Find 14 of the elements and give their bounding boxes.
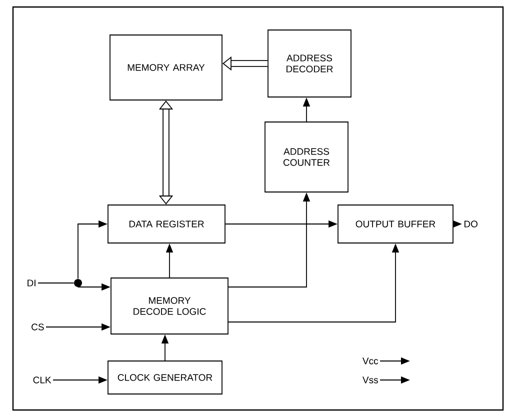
block-box: DATA REGISTER: [108, 204, 226, 244]
signal-label: CLK: [33, 376, 52, 384]
signal-label: DI: [28, 280, 36, 286]
signal-label: DO: [464, 220, 478, 228]
signal-label: Vcc: [362, 358, 378, 364]
block-box: MEMORY DECODE LOGIC: [110, 278, 228, 334]
block-box: MEMORY ARRAY: [110, 34, 222, 100]
junction-dot: [74, 279, 82, 287]
block-box: OUTPUT BUFFER: [338, 204, 454, 244]
signal-label: Vss: [362, 376, 378, 384]
block-box: CLOCK GENERATOR: [108, 360, 222, 394]
block-box: ADDRESS DECODER: [268, 30, 352, 98]
signal-label: CS: [32, 324, 44, 330]
block-box: ADDRESS COUNTER: [264, 122, 348, 192]
